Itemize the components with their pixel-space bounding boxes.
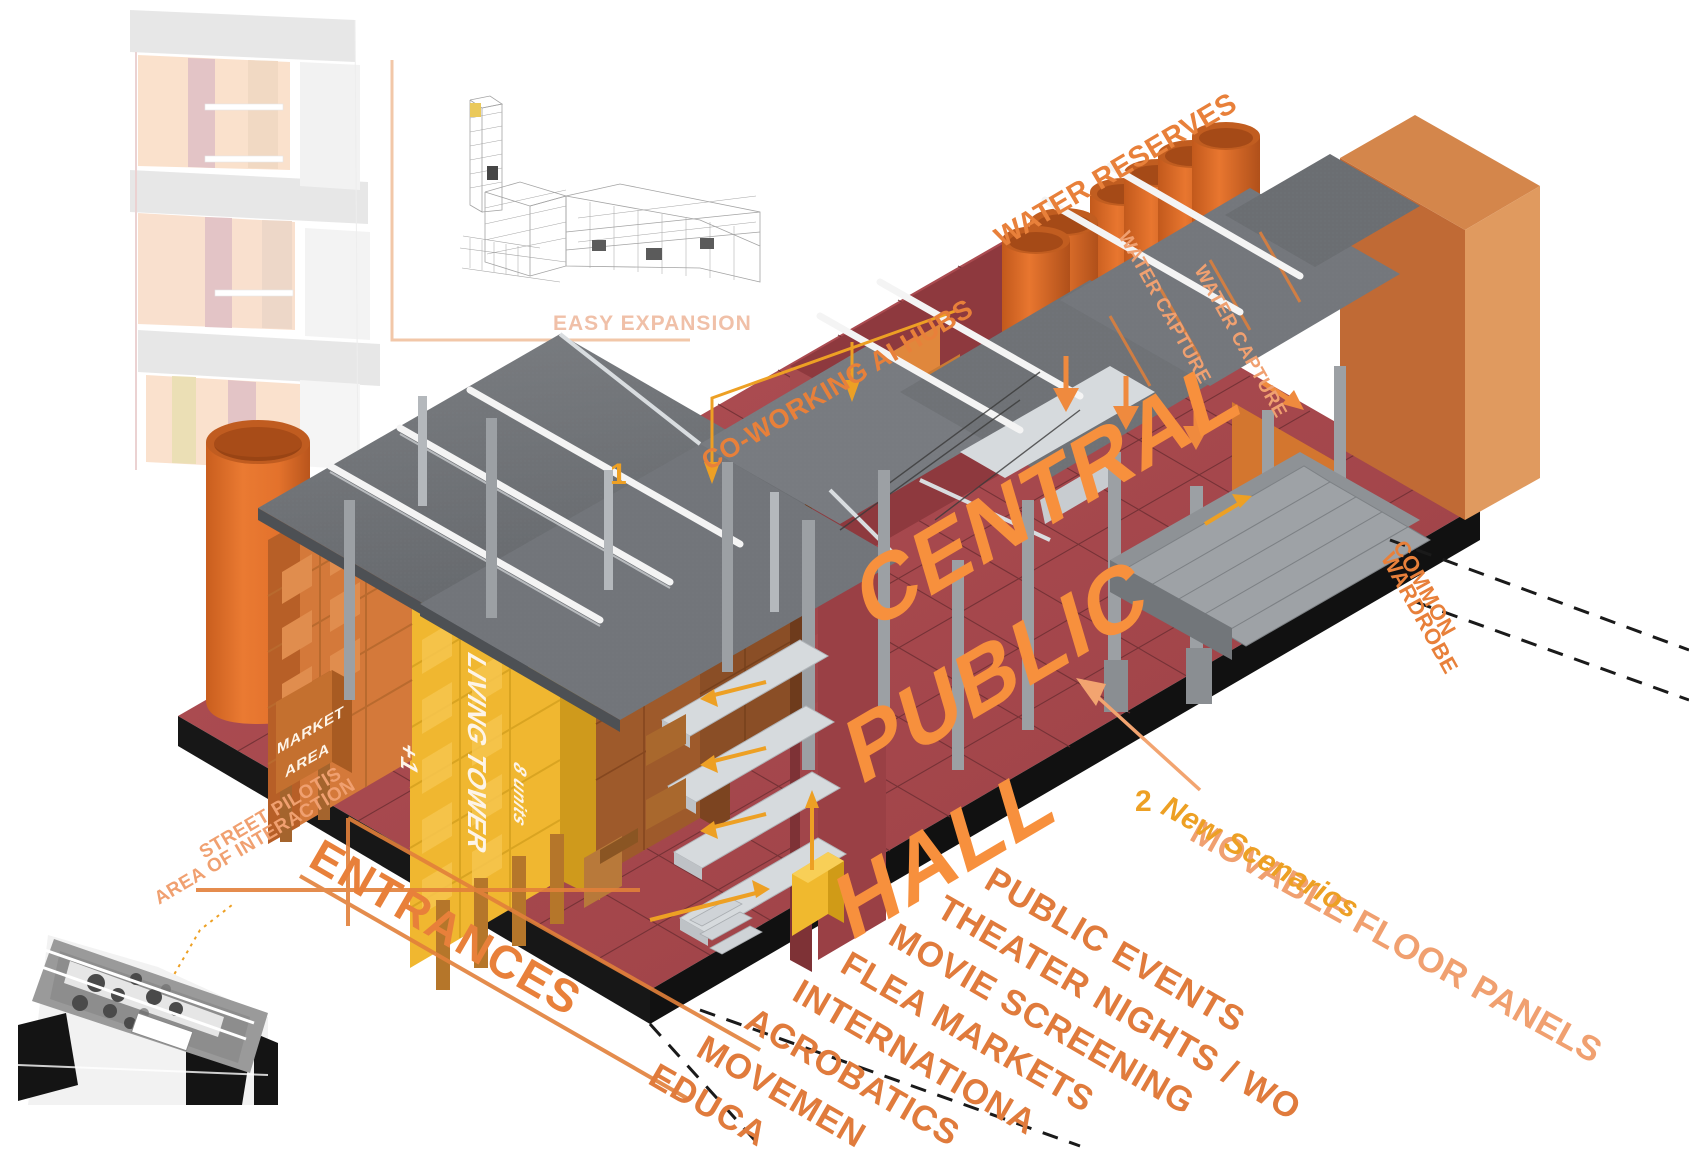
water-flow-arrows xyxy=(1053,356,1304,450)
circulation-arrows xyxy=(649,494,1252,922)
marker-two: 2 xyxy=(1135,785,1152,818)
label-easy-expansion: EASY EXPANSION xyxy=(553,312,752,335)
co-working-leader xyxy=(704,308,959,484)
roof-masts xyxy=(418,396,779,612)
ground-dashed-lines xyxy=(648,1008,1081,1148)
grand-staircase xyxy=(1110,452,1431,660)
entrance-leader-lines xyxy=(196,816,761,1102)
structural-columns xyxy=(344,366,1346,770)
movable-floor-leader xyxy=(1076,678,1202,792)
common-wardrobe-leader xyxy=(1389,538,1689,702)
site-map-inset xyxy=(17,935,278,1105)
roof-truss-shadow xyxy=(329,433,671,627)
interior-platforms xyxy=(584,639,848,955)
roof-truss-frames xyxy=(326,162,1304,624)
marker-one: 1 xyxy=(610,458,627,491)
lift-block xyxy=(792,852,844,936)
label-living-units: 8 units xyxy=(510,758,530,832)
label-living-tower: LIVING TOWER xyxy=(462,646,492,861)
